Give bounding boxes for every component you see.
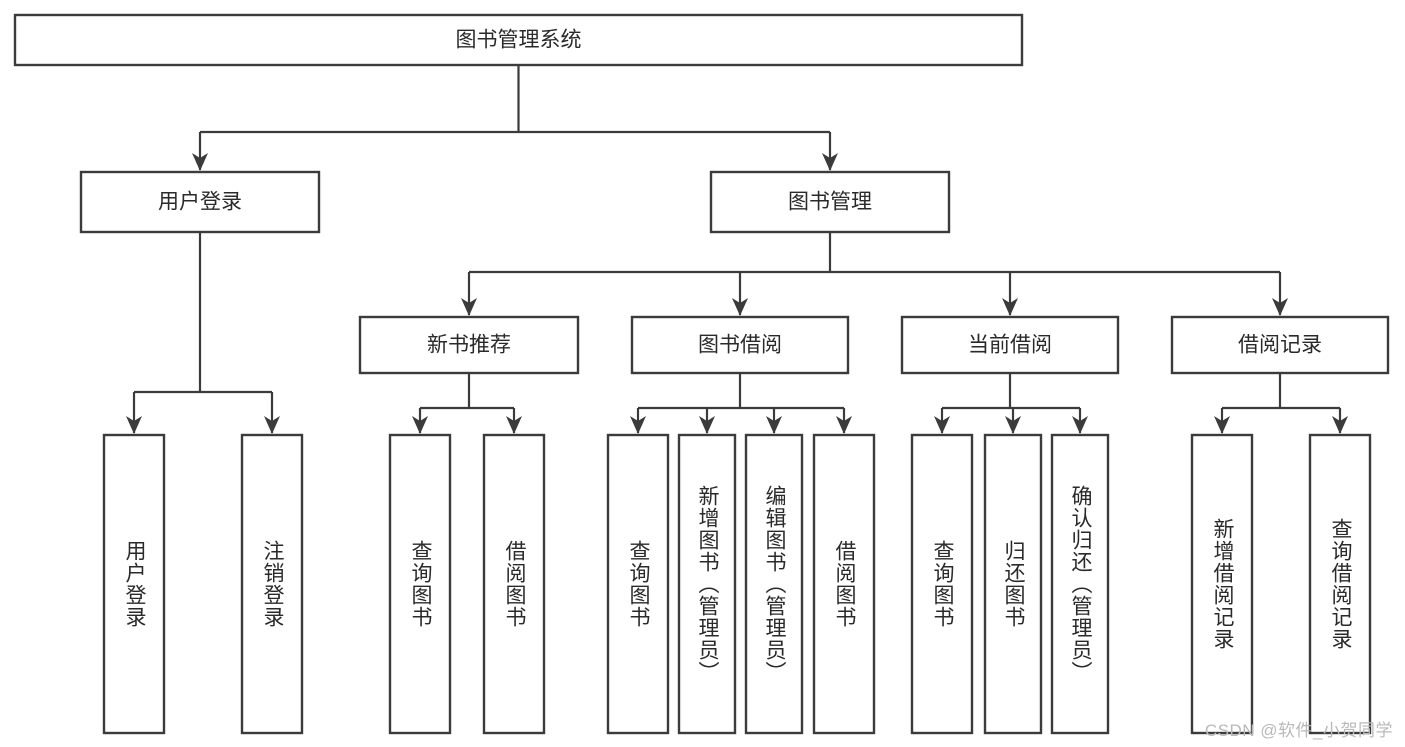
leaf-node-box[interactable] <box>606 433 670 735</box>
connector-arrowhead <box>1072 416 1088 434</box>
leaf-node-box[interactable] <box>1308 433 1372 735</box>
level2-node-box[interactable] <box>709 170 951 234</box>
connector-arrowhead <box>506 416 522 434</box>
level3-node-label: 新书推荐 <box>427 334 511 357</box>
watermark-text: CSDN @软件_小贺同学 <box>1204 721 1393 740</box>
connector-arrowhead <box>630 416 646 434</box>
connector-arrowhead <box>1214 416 1230 434</box>
connector-arrowhead <box>732 298 748 316</box>
level3-node-box[interactable] <box>358 315 580 375</box>
connector-arrowhead <box>1005 416 1021 434</box>
connector-arrowhead <box>412 416 428 434</box>
level3-node-box[interactable] <box>900 315 1120 375</box>
level2-node-box[interactable] <box>79 170 321 234</box>
leaf-node-box[interactable] <box>482 433 546 735</box>
connector-arrowhead <box>836 416 852 434</box>
connector-arrowhead <box>766 416 782 434</box>
connector-arrowhead <box>461 298 477 316</box>
level3-node-box[interactable] <box>630 315 850 375</box>
leaf-node-box[interactable] <box>102 433 166 735</box>
leaf-node-box[interactable] <box>983 433 1043 735</box>
leaf-node-box[interactable] <box>910 433 974 735</box>
level3-node-label: 图书借阅 <box>698 334 782 357</box>
connector-layer <box>126 65 1348 434</box>
leaf-node-box[interactable] <box>812 433 876 735</box>
leaf-node-box[interactable] <box>1050 433 1110 735</box>
connector-arrowhead <box>126 416 142 434</box>
leaf-node-box[interactable] <box>677 433 737 735</box>
level2-node-label: 图书管理 <box>788 191 872 214</box>
level3-node-box[interactable] <box>1170 315 1390 375</box>
leaf-node-box[interactable] <box>1190 433 1254 735</box>
connector-arrowhead <box>699 416 715 434</box>
leaf-node-box[interactable] <box>388 433 452 735</box>
connector-arrowhead <box>264 416 280 434</box>
level3-node-label: 借阅记录 <box>1238 334 1322 357</box>
root-node-box[interactable] <box>13 13 1024 67</box>
connector-arrowhead <box>1272 298 1288 316</box>
connector-arrowhead <box>822 153 838 171</box>
node-box-layer <box>13 13 1390 735</box>
root-node-label: 图书管理系统 <box>456 29 582 52</box>
connector-arrowhead <box>934 416 950 434</box>
level3-node-label: 当前借阅 <box>968 334 1052 357</box>
connector-arrowhead <box>192 153 208 171</box>
leaf-node-box[interactable] <box>240 433 304 735</box>
connector-arrowhead <box>1002 298 1018 316</box>
level2-node-label: 用户登录 <box>158 191 242 214</box>
connector-arrowhead <box>1332 416 1348 434</box>
leaf-node-box[interactable] <box>744 433 804 735</box>
